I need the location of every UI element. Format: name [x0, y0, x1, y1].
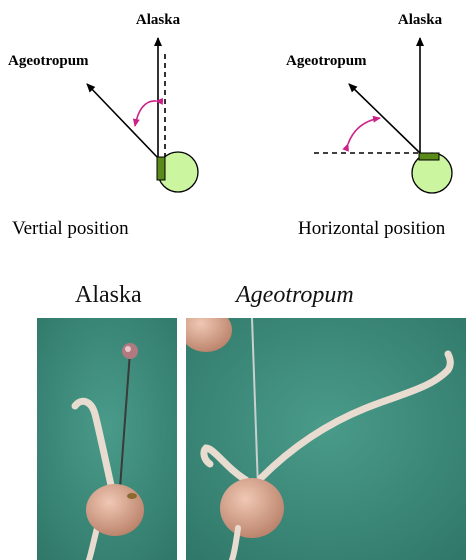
left-top-label: Alaska: [136, 12, 181, 28]
left-caption: Vertial position: [12, 218, 129, 240]
angle-arc: [348, 118, 380, 144]
root-block-icon: [157, 157, 165, 180]
root-block-icon: [419, 153, 439, 160]
photo-ageotropum-image: [186, 318, 466, 560]
diagram-vertical: [87, 38, 198, 192]
photo-title-alaska: Alaska: [75, 282, 142, 309]
ageotropum-arrow: [87, 84, 158, 158]
photo-alaska-image: [37, 318, 177, 560]
photo-title-ageotropum: Ageotropum: [236, 282, 354, 309]
photo-ageotropum: [186, 318, 466, 560]
angle-arc: [135, 101, 156, 126]
right-caption: Horizontal position: [298, 218, 445, 240]
right-top-label: Alaska: [398, 12, 443, 28]
photo-alaska: [37, 318, 177, 560]
orientation-diagrams: Alaska Ageotropum Alaska Ageotropum: [0, 0, 466, 210]
ageotropum-arrow: [349, 84, 420, 153]
right-arrow-label: Ageotropum: [286, 53, 367, 69]
left-arrow-label: Ageotropum: [8, 53, 89, 69]
